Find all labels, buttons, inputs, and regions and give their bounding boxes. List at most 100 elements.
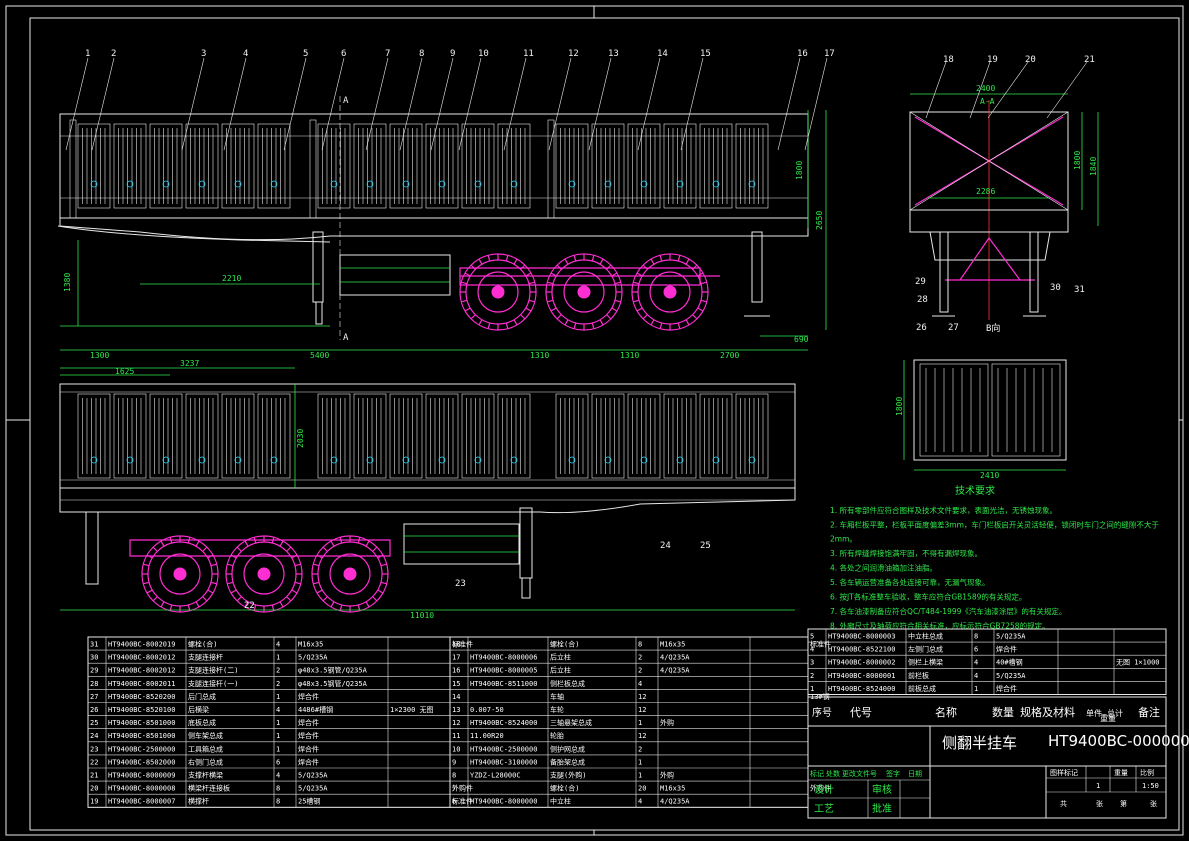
bom-left-cell: 焊合件 (298, 757, 319, 766)
leader-line (503, 57, 527, 151)
bom-left-cell: 后横梁 (188, 705, 209, 714)
bom-left-cell: 8 (276, 785, 280, 793)
door-latch (270, 180, 278, 188)
bom-header-qty: 数量 (992, 706, 1014, 719)
bom-mid-cell: 11 (452, 732, 460, 740)
door-latch (330, 180, 338, 188)
bom-mid-cell: 1 (638, 772, 642, 780)
hub (173, 567, 187, 581)
tread (520, 314, 526, 320)
tech-requirement-line: 6. 按JT各标准整车验收，整车应符合GB1589的有关规定。 (830, 592, 1026, 602)
bom-mid-cell: 8 (638, 641, 642, 649)
dim-plan-2: 3237 (180, 359, 199, 368)
bom-mid-cell: 车轮 (550, 705, 564, 714)
bom-left-cell: 支腿连接杆(一) (188, 679, 238, 688)
dim-side-2: 2210 (222, 274, 241, 283)
rim (563, 271, 605, 313)
door-latch (90, 180, 98, 188)
side-door-panel (497, 123, 531, 209)
bom-mid-cell: 12 (638, 732, 646, 740)
bom-right-cell: 5 (810, 633, 814, 641)
part-number-24: 24 (660, 541, 671, 551)
hub (663, 285, 677, 299)
door-latch (640, 180, 648, 188)
tread (210, 581, 217, 585)
plan-door-panel (353, 393, 387, 479)
door-latch (712, 180, 720, 188)
bom-mid-cell: 12 (638, 693, 646, 701)
plan-door-latch (234, 456, 242, 464)
tread (365, 601, 370, 608)
bom-header-note: 备注 (1138, 705, 1160, 719)
side-door-panel (317, 123, 351, 209)
tb-count: 1 (1096, 782, 1100, 790)
tread (599, 319, 604, 326)
bom-mid-cell: 备胎架总成 (550, 757, 585, 766)
part-number-1: 1 (85, 49, 90, 59)
tread (556, 264, 562, 270)
bom-mid-cell: 侧护网总成 (550, 744, 585, 753)
tread (478, 258, 483, 265)
bom-mid-cell: 螺栓(合) (550, 784, 579, 793)
plan-door-latch (330, 456, 338, 464)
bom-header-code: 代号 (850, 706, 872, 719)
bom-left-cell: HT9400BC-8000008 (108, 785, 175, 793)
part-number-12: 12 (568, 49, 579, 59)
tread (464, 307, 471, 312)
part-number-29: 29 (915, 277, 926, 287)
tread (659, 255, 663, 262)
bom-mid-cell: 9 (452, 758, 456, 766)
tread (470, 264, 476, 270)
tread (611, 307, 618, 312)
bom-left-cell: 25槽钢 (298, 797, 320, 806)
bom-right-cell: 侧栏上横梁 (908, 658, 943, 667)
leader-line (925, 61, 947, 119)
bom-left-cell: HT9400BC-8502000 (108, 758, 175, 766)
hub (577, 285, 591, 299)
bom-right-cell: 1 (810, 685, 814, 693)
part-number-2: 2 (111, 49, 116, 59)
bom-right-cell: 无图 1×1000 (1116, 659, 1160, 667)
bom-left-cell: 外购件 (452, 784, 473, 793)
tread (380, 581, 387, 585)
leader-line (458, 57, 482, 151)
plan-door-latch (402, 456, 410, 464)
bom-header-name: 名称 (935, 705, 957, 719)
tread (236, 596, 242, 602)
side-door-panel (221, 123, 255, 209)
dim-plan-1: 1625 (115, 367, 134, 376)
bom-left-cell: HT9400BC-8002012 (108, 654, 175, 662)
bom-header-total: 总计 (1107, 708, 1123, 718)
tread (614, 299, 621, 303)
bom-mid-cell: 12 (638, 706, 646, 714)
tread (677, 322, 681, 329)
door-latch (366, 180, 374, 188)
plan-door-panel (389, 393, 423, 479)
tb-rev-sign: 签字 (886, 769, 900, 778)
bom-right-cell: 4 (810, 646, 814, 654)
dim-side-4: 5400 (310, 351, 329, 360)
bom-mid-cell: 15 (452, 680, 460, 688)
hub (257, 567, 271, 581)
dim-side-1: 1380 (63, 273, 72, 292)
tread (210, 563, 217, 567)
leader-line (1046, 61, 1088, 119)
bom-right-cell: 5/Q235A (996, 633, 1026, 641)
bom-mid-cell: HT9400BC-8511000 (470, 680, 537, 688)
bom-mid-cell: 2 (638, 667, 642, 675)
bom-mid-cell: 车轴 (550, 692, 564, 701)
tread (291, 589, 298, 594)
tread (236, 546, 242, 552)
tread (550, 307, 557, 312)
tb-stage: 图样标记 (1050, 768, 1078, 777)
bom-right-cell: 4 (974, 672, 978, 680)
side-post (547, 119, 555, 219)
lower-view (59, 367, 796, 613)
bom-mid-cell: HT9400BC-8000005 (470, 667, 537, 675)
part-number-11: 11 (523, 49, 534, 59)
bom-mid-cell: 外购件 (810, 784, 831, 793)
bom-mid-cell: 中立柱 (550, 797, 571, 806)
plan-door-latch (640, 456, 648, 464)
tread (294, 581, 301, 585)
plan-door-panel (425, 393, 459, 479)
